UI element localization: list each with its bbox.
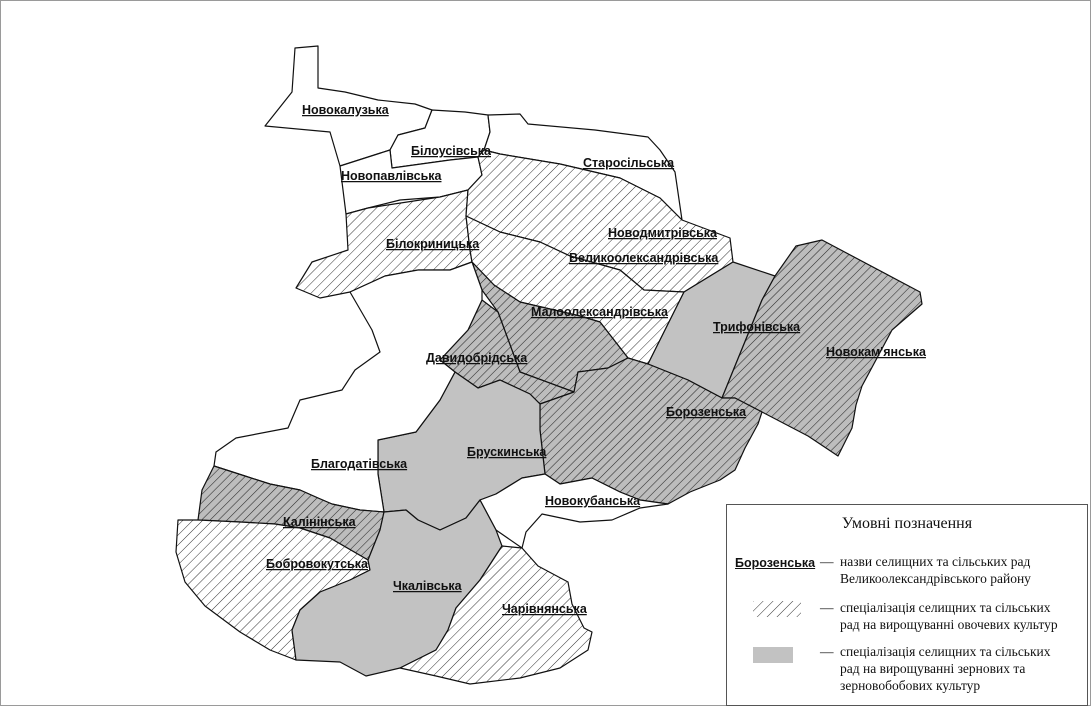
legend-gray-swatch [753, 647, 793, 663]
legend: Умовні позначення Борозенська — назви се… [726, 504, 1088, 706]
label-bruskynska: Брускинська [467, 445, 547, 459]
legend-name-example: Борозенська [735, 556, 816, 570]
label-charivnianska: Чарівнянська [502, 602, 588, 616]
label-starosilska: Старосільська [583, 156, 675, 170]
label-bilousivska: Білоусівська [411, 144, 492, 158]
label-bilokrynytska: Білокриницька [386, 237, 480, 251]
label-novopavlivska: Новопавлівська [341, 169, 443, 183]
label-velykooleksandrivska: Великоолександрівська [569, 251, 719, 265]
label-blahodativska: Благодатівська [311, 457, 408, 471]
legend-dash: — [820, 554, 834, 569]
region-novokubanska [479, 473, 669, 549]
legend-text: спеціалізація селищних та сільських рад … [840, 644, 1051, 693]
label-novokamianska: Новокам'янська [826, 345, 927, 359]
legend-dash: — [820, 600, 834, 615]
label-chkalivska: Чкалівська [393, 579, 463, 593]
legend-hatch-swatch [753, 601, 801, 617]
label-novodmytrivska: Новодмитрівська [608, 226, 718, 240]
legend-text: назви селищних та сільських рад Великоол… [840, 554, 1031, 586]
legend-dash: — [820, 644, 834, 659]
label-bobrovokutska: Бобровокутська [266, 557, 369, 571]
label-malooleksandrivska: Малоолександрівська [531, 305, 669, 319]
label-davydobridska: Давидобрідська [426, 351, 528, 365]
label-novokubanska: Новокубанська [545, 494, 641, 508]
legend-text: спеціалізація селищних та сільських рад … [840, 600, 1058, 632]
label-novokaluzka: Новокалузька [302, 103, 390, 117]
legend-title: Умовні позначення [841, 515, 973, 532]
region-novokamianska [721, 239, 923, 457]
label-kalininska: Калінінська [283, 515, 357, 529]
region-charivnianska [399, 545, 593, 685]
label-tryfonivska: Трифонівська [713, 320, 801, 334]
label-borozenska: Борозенська [666, 405, 747, 419]
